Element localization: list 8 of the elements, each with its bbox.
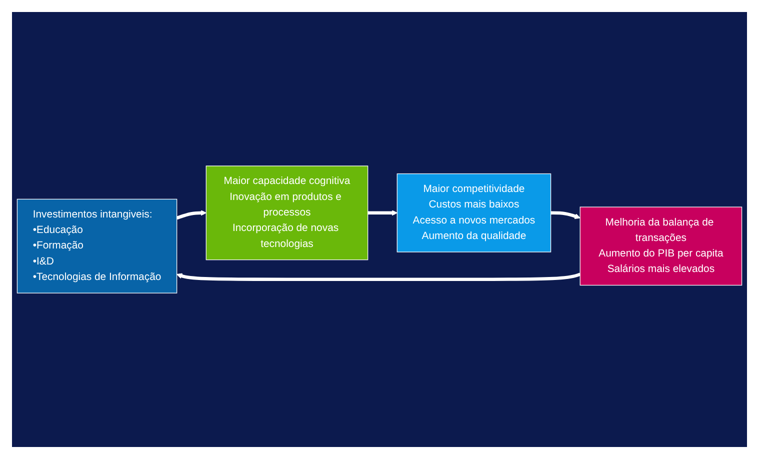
node-box: Investimentos intangiveis: •Educação •Formação •I&D •Tecnologias de Informação [16, 198, 178, 294]
arrow [368, 210, 398, 216]
arrow [550, 211, 580, 219]
arrow [176, 272, 581, 281]
node-box: Maior capacidade cognitiva Inovação em produtos e processos Incorporação de novas tecnologias [206, 166, 368, 260]
arrow [176, 210, 206, 220]
node-box: Maior competitividade Custos mais baixos Acesso a novos mercados Aumento da qualidade [396, 173, 552, 252]
node-box: Melhoria da balança de transações Aumento do PIB per capita Salários mais elevados [580, 206, 742, 286]
